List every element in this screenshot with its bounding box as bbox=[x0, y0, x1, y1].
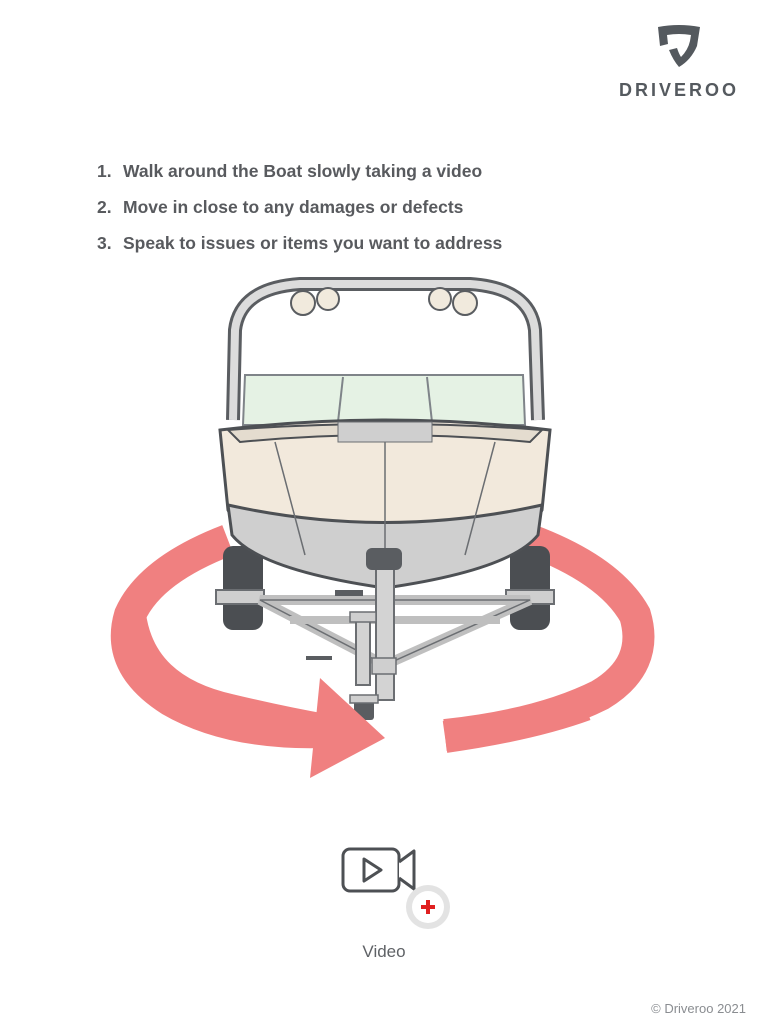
plus-icon bbox=[406, 885, 450, 929]
instruction-item: 3. Speak to issues or items you want to … bbox=[97, 230, 502, 266]
instruction-text: Speak to issues or items you want to add… bbox=[123, 233, 503, 253]
instruction-number: 3. bbox=[97, 233, 112, 253]
brand-logo: DRIVEROO bbox=[619, 24, 740, 101]
wake-tower bbox=[226, 277, 545, 421]
shield-icon bbox=[658, 25, 700, 67]
boat-trailer bbox=[215, 548, 555, 720]
boat-walkaround-illustration bbox=[110, 277, 655, 778]
copyright-text: © Driveroo 2021 bbox=[651, 1001, 746, 1016]
instruction-item: 1. Walk around the Boat slowly taking a … bbox=[97, 158, 502, 194]
instruction-text: Move in close to any damages or defects bbox=[123, 197, 464, 217]
boat-hull bbox=[218, 418, 552, 590]
walkaround-arrow-front bbox=[114, 612, 591, 778]
instruction-number: 2. bbox=[97, 197, 112, 217]
instruction-number: 1. bbox=[97, 161, 112, 181]
instruction-item: 2. Move in close to any damages or defec… bbox=[97, 194, 502, 230]
add-video-button[interactable] bbox=[330, 840, 458, 940]
instruction-text: Walk around the Boat slowly taking a vid… bbox=[123, 161, 483, 181]
instruction-list: 1. Walk around the Boat slowly taking a … bbox=[97, 158, 502, 266]
brand-name: DRIVEROO bbox=[619, 80, 740, 100]
windshield bbox=[241, 374, 527, 426]
video-camera-icon bbox=[341, 847, 416, 893]
video-label: Video bbox=[362, 942, 406, 961]
